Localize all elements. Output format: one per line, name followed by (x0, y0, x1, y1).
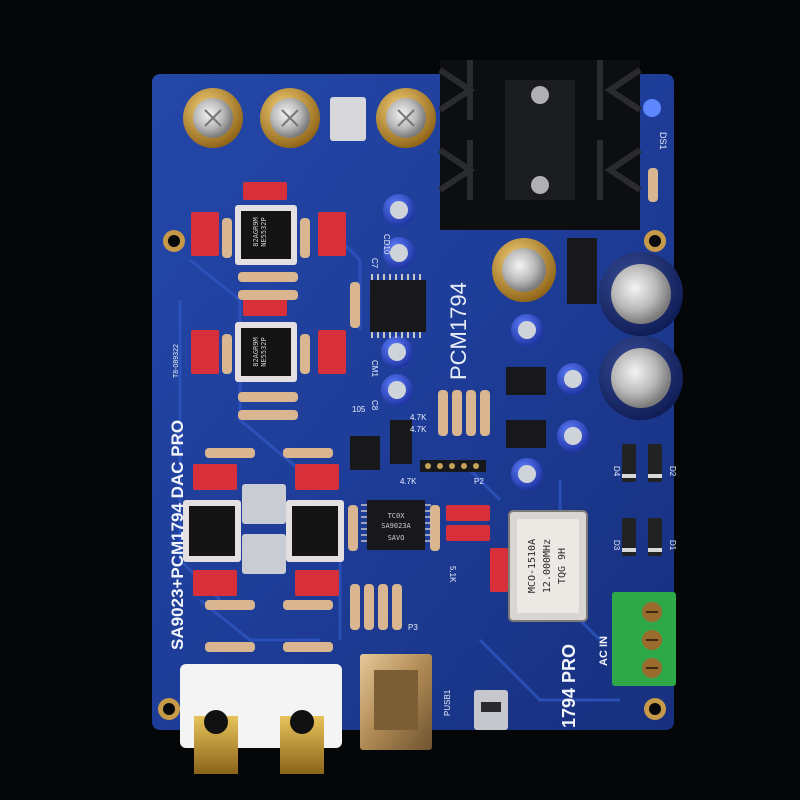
oscillator-model: MCO-1510A (527, 539, 538, 593)
resistors (205, 218, 490, 652)
label-5k1: 5.1K (448, 566, 457, 583)
serial-label: T8-089322 (173, 344, 180, 378)
label-d3: D3 (612, 540, 621, 551)
gold-capacitors (183, 88, 436, 148)
ac-in-label: AC IN (598, 636, 610, 666)
label-d2: D2 (668, 466, 677, 477)
pin-header-p2 (420, 460, 486, 472)
usb-chip-marking: TC0X (388, 512, 406, 520)
usb-b-port (360, 654, 432, 750)
label-p2: P2 (474, 477, 484, 486)
label-4k7: 4.7K (410, 425, 427, 434)
red-film-capacitors (191, 182, 508, 596)
label-d4: D4 (612, 466, 621, 477)
oscillator-code: TQG 9H (557, 548, 568, 584)
opamp-top: NE5532P 82AGR9M (235, 205, 297, 265)
oscillator-frequency: 12.000MHz (542, 539, 553, 593)
power-led (643, 99, 661, 117)
label-cm1: CM1 (370, 360, 379, 377)
board-title: SA9023+PCM1794 DAC PRO (168, 420, 187, 650)
heatsink (438, 60, 642, 230)
voltage-regulators (506, 238, 597, 448)
usb-controller-chip: TC0X SA9023A SAVO (361, 500, 431, 550)
crystal-oscillator: MCO-1510A 12.000MHz TQG 9H (508, 510, 588, 622)
opamp-marking: 82AGR9M (252, 337, 260, 367)
resistor (648, 168, 658, 202)
opamp-marking: NE5532P (260, 217, 268, 247)
micro-usb-port (474, 690, 508, 730)
ds1-label: DS1 (658, 132, 668, 150)
rca-output-right (262, 664, 342, 774)
model-label: 1794 PRO (559, 644, 579, 728)
usb-chip-marking: SAVO (388, 534, 405, 542)
blue-capacitors (381, 194, 589, 490)
usb-chip-marking: SA9023A (381, 522, 411, 530)
opamp-bottom-left (183, 500, 241, 562)
label-d1: D1 (668, 540, 677, 551)
label-105: 105 (352, 405, 366, 414)
label-pusb1: PUSB1 (443, 689, 452, 716)
label-c7: C7 (370, 258, 379, 269)
label-c8: C8 (370, 400, 379, 411)
label-p3: P3 (408, 623, 418, 632)
opamp-bottom-right (286, 500, 344, 562)
opamp-marking: 82AGR9M (252, 217, 260, 247)
grey-film-capacitors (242, 484, 286, 574)
diodes (622, 444, 662, 556)
label-cd10: CD10 (382, 234, 391, 255)
label-4k7: 4.7K (410, 413, 427, 422)
chip-label-pcm1794: PCM1794 (446, 282, 471, 380)
small-ic (350, 436, 380, 470)
opamp-marking: NE5532P (260, 337, 268, 367)
opamp-mid: NE5532P 82AGR9M (235, 322, 297, 382)
small-ic (390, 420, 412, 464)
pcm1794-chip (370, 274, 426, 338)
ac-terminal-block (612, 592, 676, 686)
rca-output-left (180, 664, 272, 774)
label-4k7: 4.7K (400, 477, 417, 486)
power-capacitors (492, 238, 683, 420)
